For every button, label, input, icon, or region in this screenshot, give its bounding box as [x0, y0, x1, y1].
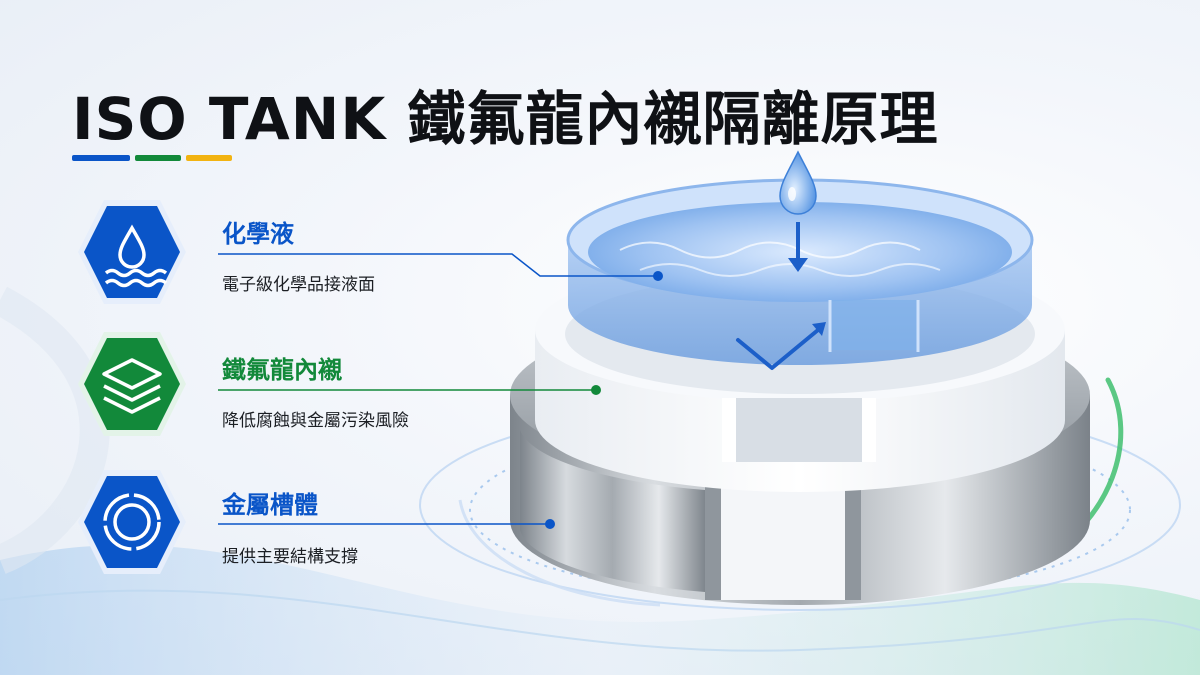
title-underline-yellow	[186, 155, 232, 161]
title-underline-green	[135, 155, 181, 161]
layer-title-chemical: 化學液	[222, 220, 294, 248]
title-underline-blue	[72, 155, 130, 161]
layer-desc-ptfe-lining: 降低腐蝕與金屬污染風險	[222, 411, 409, 431]
layer-title-metal-tank: 金屬槽體	[222, 491, 318, 519]
layers-icon	[78, 332, 186, 436]
page-title: ISO TANK 鐵氟龍內襯隔離原理	[72, 85, 939, 153]
water-drop-icon	[78, 200, 186, 304]
layer-title-ptfe-lining: 鐵氟龍內襯	[222, 356, 342, 384]
layer-desc-chemical: 電子級化學品接液面	[222, 275, 375, 295]
ring-icon	[78, 470, 186, 574]
layer-desc-metal-tank: 提供主要結構支撐	[222, 547, 358, 567]
